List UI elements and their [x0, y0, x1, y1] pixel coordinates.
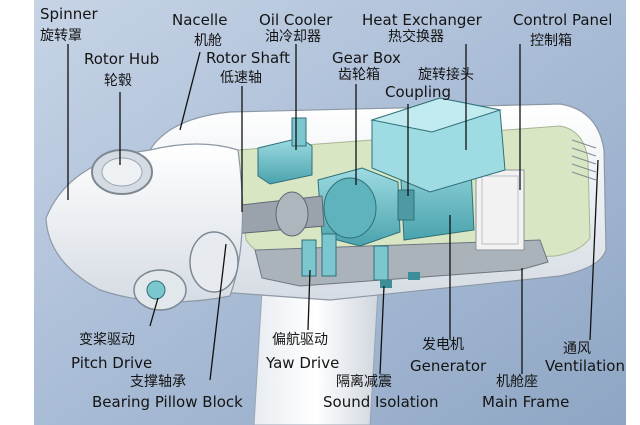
label-nacelle-zh: 机舱	[194, 33, 222, 49]
label-generator-en: Generator	[410, 357, 487, 375]
sound-isolation-pads	[380, 272, 420, 288]
leader-line-yaw-drive	[307, 269, 311, 331]
label-spinner-zh: 旋转罩	[40, 28, 82, 44]
leader-lines	[67, 44, 599, 381]
label-sound-isolation-en: Sound Isolation	[323, 393, 439, 411]
label-ventilation-en: Ventilation	[545, 357, 625, 375]
label-gear-box-en: Gear Box	[332, 49, 401, 67]
coupling	[397, 189, 415, 221]
label-spinner-en: Spinner	[40, 5, 98, 23]
label-control-panel-zh: 控制箱	[530, 33, 572, 49]
label-rotor-shaft-en: Rotor Shaft	[206, 49, 291, 67]
label-coupling-zh: 旋转接头	[418, 67, 474, 83]
label-main-frame-zh: 机舱座	[496, 374, 538, 390]
leader-line-sound-isolation	[379, 285, 385, 375]
leader-line-pitch-drive	[149, 297, 159, 327]
heat-exchanger-top	[370, 97, 502, 133]
label-coupling-en: Coupling	[385, 83, 452, 101]
bearing-pillow-block	[275, 191, 309, 237]
label-bearing-en: Bearing Pillow Block	[92, 393, 243, 411]
leader-line-ventilation	[589, 159, 599, 341]
yaw-drives	[301, 233, 389, 281]
label-rotor-hub-zh: 轮毂	[104, 73, 132, 89]
label-sound-isolation-zh: 隔离减震	[336, 374, 392, 390]
label-oil-cooler-en: Oil Cooler	[259, 11, 333, 29]
label-gear-box-zh: 齿轮箱	[338, 67, 380, 83]
blade-root-right	[189, 231, 239, 293]
label-bearing-zh: 支撑轴承	[130, 374, 186, 390]
leader-line-bearing	[209, 243, 227, 381]
gear-box-housing	[323, 177, 377, 239]
pitch-drive	[146, 280, 166, 300]
label-ventilation-zh: 通风	[563, 341, 591, 357]
leader-line-nacelle	[179, 51, 201, 131]
label-yaw-drive-en: Yaw Drive	[266, 354, 340, 372]
label-heat-exchanger-zh: 热交换器	[388, 29, 444, 45]
label-yaw-drive-zh: 偏航驱动	[272, 332, 328, 348]
control-panel-cabinet	[475, 169, 525, 251]
label-rotor-shaft-zh: 低速轴	[220, 70, 262, 86]
label-main-frame-en: Main Frame	[482, 393, 570, 411]
label-oil-cooler-zh: 油冷却器	[265, 29, 321, 45]
label-pitch-drive-zh: 变桨驱动	[79, 332, 135, 348]
control-panel-door	[481, 175, 519, 245]
oil-cooler-pipe	[291, 117, 307, 147]
label-rotor-hub-en: Rotor Hub	[84, 50, 160, 68]
rotor-hub-opening	[101, 157, 143, 187]
label-control-panel-en: Control Panel	[513, 11, 613, 29]
label-generator-zh: 发电机	[422, 337, 464, 353]
label-pitch-drive-en: Pitch Drive	[71, 354, 153, 372]
label-heat-exchanger-en: Heat Exchanger	[362, 11, 482, 29]
label-nacelle-en: Nacelle	[172, 11, 228, 29]
ventilation-grille	[571, 139, 597, 181]
